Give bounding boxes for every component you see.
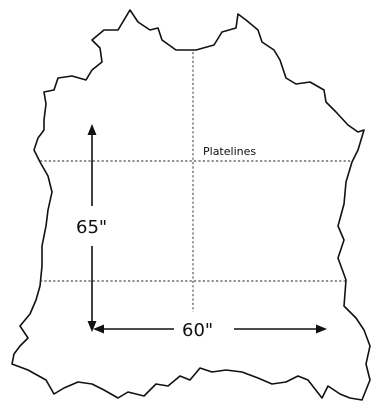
- height-label: 65": [76, 217, 107, 238]
- arrow-head-down: [87, 321, 97, 332]
- hide-outline: [11, 9, 371, 401]
- arrow-head-left: [93, 324, 104, 334]
- arrow-head-up: [87, 124, 97, 135]
- width-dimension-arrow: [93, 324, 327, 334]
- platelines-label: Platelines: [203, 145, 256, 158]
- width-label: 60": [182, 320, 213, 341]
- height-dimension-arrow: [87, 124, 97, 332]
- arrow-head-right: [316, 324, 327, 334]
